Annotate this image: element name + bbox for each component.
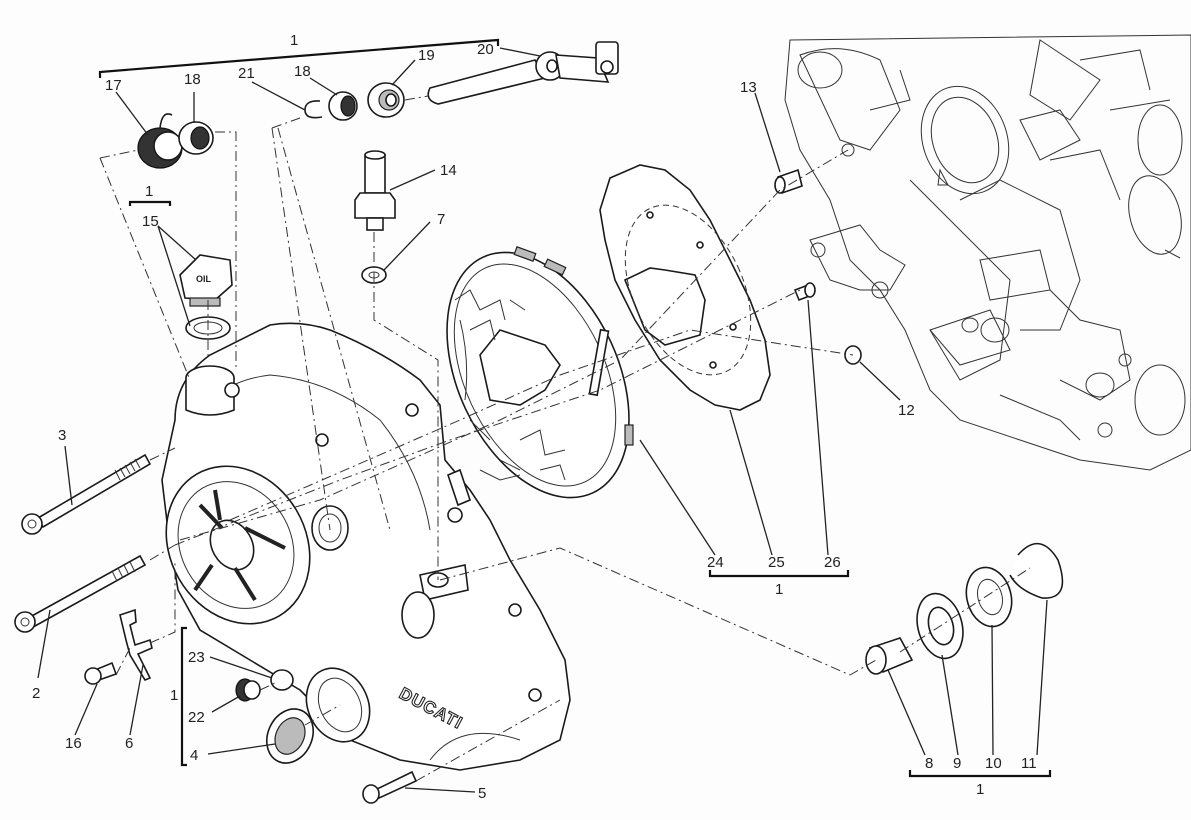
part-10-washer xyxy=(965,566,1013,628)
label-22: 22 xyxy=(188,709,205,726)
label-24: 24 xyxy=(707,554,724,571)
label-group-1-top: 1 xyxy=(290,32,298,49)
part-8-bushing xyxy=(865,637,914,675)
part-6-bracket xyxy=(119,608,153,681)
label-11: 11 xyxy=(1021,755,1037,772)
label-18-a: 18 xyxy=(184,71,201,88)
oil-cap-text: OIL xyxy=(196,274,212,284)
label-2: 2 xyxy=(32,685,40,702)
label-26: 26 xyxy=(824,554,841,571)
part-21-clip xyxy=(304,100,323,119)
label-25: 25 xyxy=(768,554,785,571)
label-10: 10 xyxy=(985,755,1002,772)
label-group-1-cap: 1 xyxy=(145,183,153,200)
callout-labels: 1 17 18 21 18 19 20 1 15 14 7 13 12 24 2… xyxy=(32,32,1037,802)
label-3: 3 xyxy=(58,427,66,444)
crankcase-illustration xyxy=(784,34,1191,471)
part-20-shaft-lever xyxy=(427,41,619,105)
part-18-bushing-a xyxy=(178,121,214,155)
part-14-oil-pressure-sensor xyxy=(354,150,396,231)
label-19: 19 xyxy=(418,47,435,64)
label-7: 7 xyxy=(437,211,445,228)
label-21: 21 xyxy=(238,65,255,82)
label-group-1-side: 1 xyxy=(170,687,178,704)
label-12: 12 xyxy=(898,402,915,419)
part-16-screw xyxy=(84,661,118,685)
label-8: 8 xyxy=(925,755,933,772)
label-group-1-gasket: 1 xyxy=(775,581,783,598)
part-11-circlip xyxy=(1009,542,1064,599)
label-23: 23 xyxy=(188,649,205,666)
part-26-screw xyxy=(793,282,816,302)
label-16: 16 xyxy=(65,735,82,752)
part-18-bushing-b xyxy=(328,91,358,121)
leader-lines xyxy=(37,47,1048,793)
label-13: 13 xyxy=(740,79,757,96)
part-17-spring xyxy=(137,113,183,169)
part-4-inspection-cap xyxy=(266,708,314,764)
part-22-plug xyxy=(235,678,261,702)
label-6: 6 xyxy=(125,735,133,752)
label-4: 4 xyxy=(190,747,198,764)
label-15: 15 xyxy=(142,213,159,230)
part-2-screw xyxy=(14,554,147,633)
label-14: 14 xyxy=(440,162,457,179)
clutch-cover-illustration: DUCATI xyxy=(161,322,571,771)
part-15-oil-filler-cap: OIL xyxy=(179,254,233,340)
part-25-gasket xyxy=(599,164,771,411)
part-3-screw xyxy=(21,453,152,535)
group-brackets xyxy=(98,38,1052,778)
label-group-1-seal: 1 xyxy=(976,781,984,798)
label-20: 20 xyxy=(477,41,494,58)
part-5-bolt xyxy=(362,770,418,804)
part-23-washer xyxy=(270,669,294,691)
label-17: 17 xyxy=(105,77,122,94)
part-24-clutch-plate xyxy=(446,246,634,499)
label-18-b: 18 xyxy=(294,63,311,80)
part-13-dowel xyxy=(774,168,803,195)
label-9: 9 xyxy=(953,755,961,772)
assembly-axis-lines xyxy=(99,95,1031,782)
part-19-seal xyxy=(367,82,405,118)
label-5: 5 xyxy=(478,785,486,802)
